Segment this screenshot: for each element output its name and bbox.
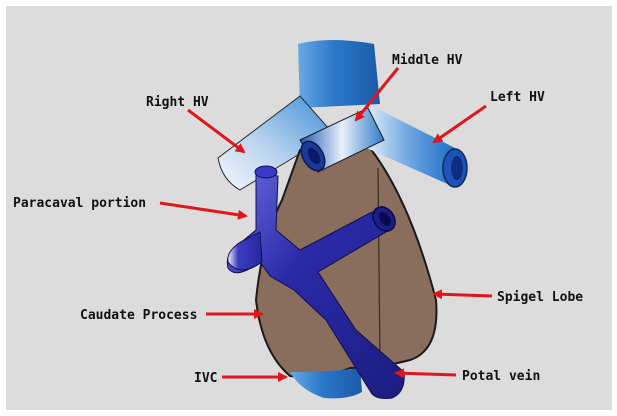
- ivc-upper-trunk: [298, 40, 380, 108]
- label-potal-vein: Potal vein: [462, 369, 540, 384]
- arrow-spigel-lobe: [434, 294, 492, 296]
- label-left-hv: Left HV: [490, 90, 545, 105]
- ivc-lower-segment: [290, 368, 362, 398]
- arrow-right-hv: [188, 110, 244, 152]
- label-caudate-process: Caudate Process: [80, 308, 197, 323]
- label-right-hv: Right HV: [146, 95, 209, 110]
- label-ivc: IVC: [194, 371, 217, 386]
- arrow-left-hv: [434, 106, 486, 142]
- arrow-paracaval-portion: [160, 203, 246, 216]
- portal-vein-upper-opening: [255, 166, 277, 178]
- arrow-potal-vein: [396, 373, 456, 375]
- label-spigel-lobe: Spigel Lobe: [497, 290, 583, 305]
- left-hv-lumen: [451, 156, 463, 180]
- portal-vein-right-branch: [228, 232, 262, 270]
- label-paracaval-portion: Paracaval portion: [13, 196, 146, 211]
- label-middle-hv: Middle HV: [392, 53, 463, 68]
